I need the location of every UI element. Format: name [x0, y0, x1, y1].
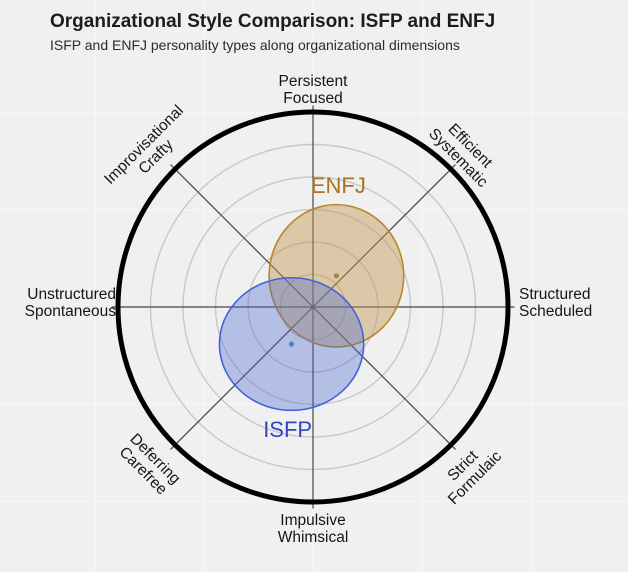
axis-label-persistent-focused: Persistent Focused: [279, 73, 348, 107]
axis-label-impulsive-whimsical: Impulsive Whimsical: [278, 512, 349, 546]
isfp-center-dot: [288, 341, 295, 347]
axis-label-line: Structured: [519, 286, 591, 303]
axis-label-line: Scheduled: [519, 303, 593, 320]
axis-spoke: [170, 164, 456, 450]
enfj-series-label: ENFJ: [310, 173, 366, 199]
page-title: Organizational Style Comparison: ISFP an…: [50, 11, 496, 32]
axis-label-line: Unstructured: [27, 286, 116, 303]
axis-label-unstructured-spontaneous: Unstructured Spontaneous: [25, 286, 116, 320]
outer-circle: [115, 109, 511, 505]
enfj-center-dot: [333, 273, 339, 279]
axis-label-line: Persistent: [278, 73, 348, 90]
axis-label-line: Whimsical: [277, 529, 349, 546]
axis-label-line: Spontaneous: [24, 303, 116, 320]
axis-label-line: Impulsive: [280, 512, 346, 529]
isfp-series-label: ISFP: [263, 416, 313, 442]
axis-label-structured-scheduled: Structured Scheduled: [519, 286, 592, 320]
axis-label-line: Focused: [283, 90, 343, 107]
page-subtitle: ISFP and ENFJ personality types along or…: [50, 37, 460, 53]
